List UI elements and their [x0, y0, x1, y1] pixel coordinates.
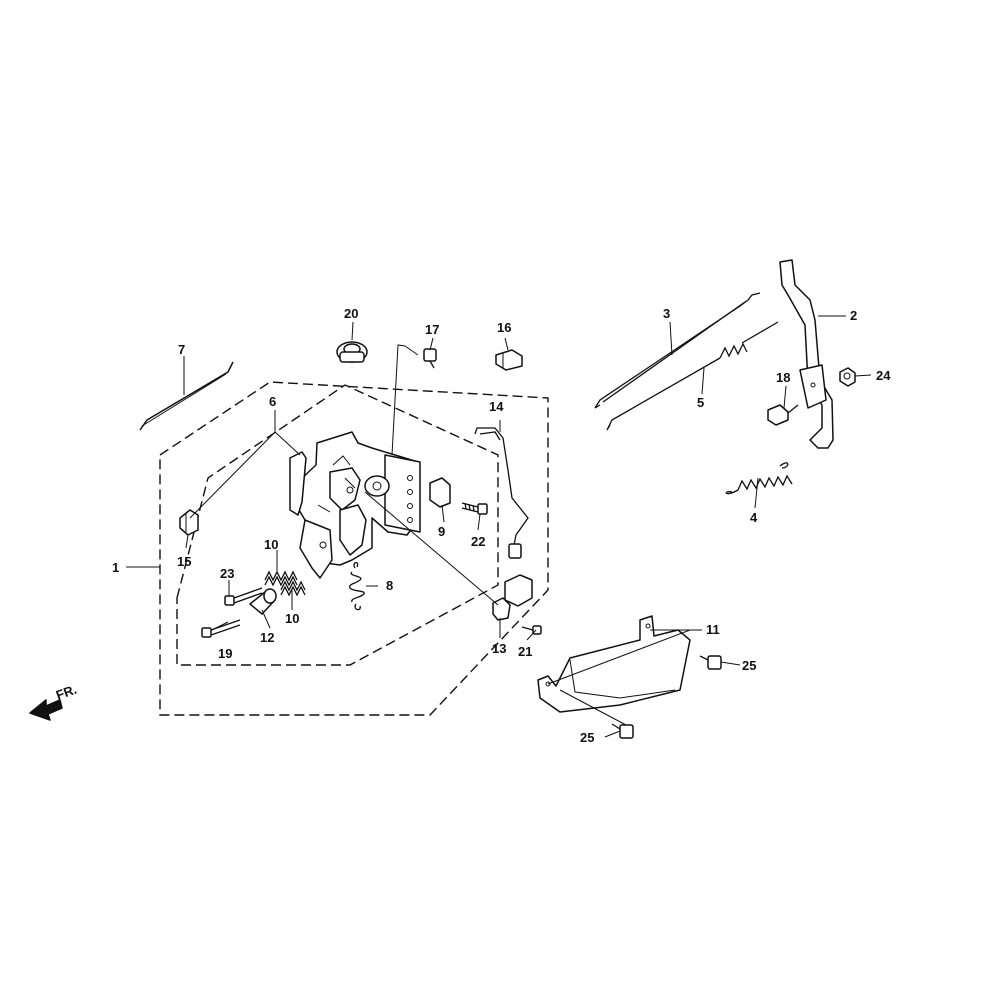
callout-1: 1	[112, 560, 119, 575]
part-7-rod	[139, 361, 234, 431]
callout-17: 17	[425, 322, 439, 337]
callout-3: 3	[663, 306, 670, 321]
leader-lines	[126, 315, 872, 738]
part-2-arm	[779, 259, 834, 449]
part-8-spring	[349, 561, 365, 611]
callout-20: 20	[344, 306, 358, 321]
part-3-rod	[594, 292, 761, 409]
arrow-left-icon	[29, 699, 63, 721]
part-4-spring	[725, 462, 793, 495]
callout-10a: 10	[264, 537, 278, 552]
callout-21: 21	[518, 644, 532, 659]
front-direction-indicator: FR.	[29, 682, 79, 721]
part-17-bolt	[423, 348, 437, 369]
callout-16: 16	[497, 320, 511, 335]
callout-15: 15	[177, 554, 191, 569]
callout-7: 7	[178, 342, 185, 357]
part-15-clip	[179, 509, 199, 536]
part-13-switch	[492, 574, 533, 621]
part-21-screw	[521, 625, 542, 635]
part-19-screw	[201, 619, 241, 638]
part-25-bolt-a	[699, 655, 722, 670]
callout-13: 13	[492, 641, 506, 656]
part-24-nut	[839, 367, 856, 387]
callout-23: 23	[220, 566, 234, 581]
callout-10b: 10	[285, 611, 299, 626]
part-16-clip	[495, 349, 523, 371]
callout-18: 18	[776, 370, 790, 385]
callout-9: 9	[438, 524, 445, 539]
callout-6: 6	[269, 394, 276, 409]
callout-25b: 25	[580, 730, 594, 745]
callout-19: 19	[218, 646, 232, 661]
callout-11: 11	[706, 622, 720, 637]
callout-24: 24	[876, 368, 891, 383]
part-12-collar	[249, 588, 277, 615]
part-11-cover	[537, 615, 691, 713]
callout-4: 4	[750, 510, 758, 525]
callout-22: 22	[471, 534, 485, 549]
callout-14: 14	[489, 399, 504, 414]
part-10-spring-b	[280, 580, 306, 597]
part-5-rod-spring	[606, 321, 779, 431]
part-22-screw	[461, 502, 488, 515]
callout-labels: 1 2 3 4 5 6 7 8 9 10 10 11 12 13 14 15 1…	[112, 306, 891, 745]
part-25-bolt-b	[611, 723, 634, 739]
part-10-spring-a	[264, 570, 298, 587]
part-14-wire	[474, 427, 529, 559]
assembly-boundary-inner	[176, 384, 499, 666]
callout-12: 12	[260, 630, 274, 645]
assembly-boundary-outer	[159, 381, 549, 716]
part-6-control-plate	[289, 431, 421, 579]
part-18-bracket	[767, 404, 799, 426]
callout-8: 8	[386, 578, 393, 593]
direction-label: FR.	[54, 682, 79, 703]
part-23-screw	[224, 587, 263, 606]
part-20-clamp	[336, 341, 368, 363]
callout-25a: 25	[742, 658, 756, 673]
part-9-bracket	[429, 477, 451, 508]
callout-5: 5	[697, 395, 704, 410]
callout-2: 2	[850, 308, 857, 323]
